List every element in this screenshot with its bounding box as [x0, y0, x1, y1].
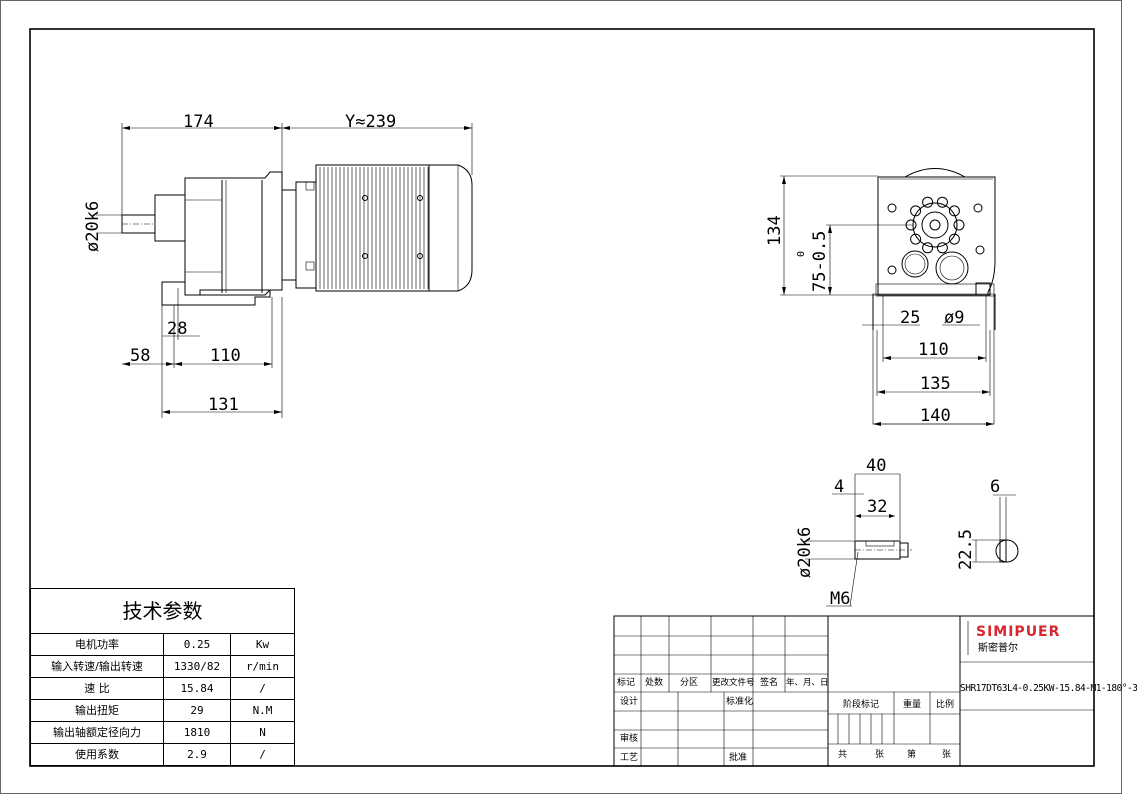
dim-shaft-dia-detail: ø20k6	[795, 527, 815, 578]
table-row: 输出轴额定径向力 1810 N	[31, 722, 294, 744]
dim-131: 131	[208, 395, 239, 415]
shaft-detail: 40 4 32 ø20k6 M6	[795, 456, 912, 609]
dim-110-side: 110	[918, 340, 949, 360]
gear-tooth	[948, 205, 960, 217]
param-value: 1330/82	[164, 656, 231, 677]
gear-tooth	[948, 233, 960, 245]
dim-75-upper: 0	[796, 251, 807, 257]
dim-135: 135	[920, 374, 951, 394]
tb-date: 年、月、日	[786, 678, 829, 688]
param-value: 1810	[164, 722, 231, 743]
brand-name-cn: 斯密普尔	[978, 643, 1018, 654]
tb-approve: 批准	[729, 753, 748, 763]
dim-6: 6	[990, 477, 1000, 497]
table-row: 电机功率 0.25 Kw	[31, 634, 294, 656]
dim-58: 58	[130, 346, 150, 366]
tb-change-doc: 更改文件号	[712, 678, 755, 688]
dim-4: 4	[834, 477, 844, 497]
gear-tooth	[910, 205, 922, 217]
param-value: 2.9	[164, 744, 231, 766]
tb-sheets: 张	[875, 750, 885, 760]
gear-tooth	[936, 242, 948, 254]
tb-zone: 分区	[680, 678, 699, 688]
param-unit: r/min	[245, 660, 280, 673]
param-name: 使用系数	[31, 744, 164, 766]
tb-process: 工艺	[620, 753, 639, 763]
tb-signature: 签名	[760, 678, 779, 688]
param-name: 输入转速/输出转速	[31, 656, 164, 677]
tb-design: 设计	[620, 697, 639, 707]
tb-review: 审核	[620, 734, 639, 744]
tb-sheet-unit: 张	[942, 750, 952, 760]
table-row: 输入转速/输出转速 1330/82 r/min	[31, 656, 294, 678]
dim-32: 32	[867, 497, 887, 517]
gear-tooth	[910, 233, 922, 245]
side-view: 134 75-0.5 0 25 ø9 110 135 140	[765, 168, 996, 426]
tech-params-title: 技术参数	[31, 589, 294, 634]
param-value: 0.25	[164, 634, 231, 655]
dim-hole-9: ø9	[944, 308, 964, 328]
dim-174: 174	[183, 112, 214, 132]
dim-75: 75-0.5	[810, 231, 830, 292]
front-view: 174 Y≈239 ø20k6 28 58 110 131	[83, 112, 473, 418]
param-unit: /	[259, 748, 266, 761]
gear-tooth	[922, 196, 934, 208]
brand-logo: SIMIPUER	[976, 624, 1061, 640]
gear-tooth	[922, 242, 934, 254]
table-row: 输出扭矩 29 N.M	[31, 700, 294, 722]
gear-tooth	[953, 219, 965, 231]
title-block-grid	[613, 615, 1095, 767]
keyway-detail: 6 22.5	[956, 477, 1019, 570]
param-value: 15.84	[164, 678, 231, 699]
dim-25: 25	[900, 308, 920, 328]
tb-total: 共	[838, 750, 848, 760]
dim-shaft-dia: ø20k6	[83, 201, 103, 252]
table-row: 速 比 15.84 /	[31, 678, 294, 700]
param-unit: Kw	[255, 638, 270, 651]
param-name: 速 比	[31, 678, 164, 699]
param-unit: /	[259, 682, 266, 695]
dim-y239: Y≈239	[345, 112, 396, 132]
model-number: SHR17DT63L4-0.25KW-15.84-M1-180°-3	[960, 683, 1137, 694]
dim-40: 40	[866, 456, 886, 476]
tb-sheet-no: 第	[907, 750, 917, 760]
param-value: 29	[164, 700, 231, 721]
dim-134: 134	[765, 215, 785, 246]
param-name: 输出轴额定径向力	[31, 722, 164, 743]
dim-140: 140	[920, 406, 951, 426]
dim-m6: M6	[830, 589, 850, 609]
inner-frame	[29, 28, 1095, 767]
dim-110-front: 110	[210, 346, 241, 366]
tb-weight: 重量	[903, 700, 922, 710]
tb-standardization: 标准化	[726, 697, 754, 707]
param-name: 输出扭矩	[31, 700, 164, 721]
gear-tooth	[936, 196, 948, 208]
tech-params-table: 技术参数 电机功率 0.25 Kw 输入转速/输出转速 1330/82 r/mi…	[30, 588, 295, 766]
tb-stage-mark: 阶段标记	[843, 700, 880, 710]
tb-mark: 标记	[617, 678, 636, 688]
param-unit: N	[259, 726, 266, 739]
dim-22-5: 22.5	[956, 529, 976, 570]
tb-count: 处数	[645, 678, 664, 688]
tb-scale: 比例	[936, 700, 955, 710]
table-row: 使用系数 2.9 /	[31, 744, 294, 766]
param-name: 电机功率	[31, 634, 164, 655]
dim-28: 28	[167, 319, 187, 339]
param-unit: N.M	[252, 704, 273, 717]
